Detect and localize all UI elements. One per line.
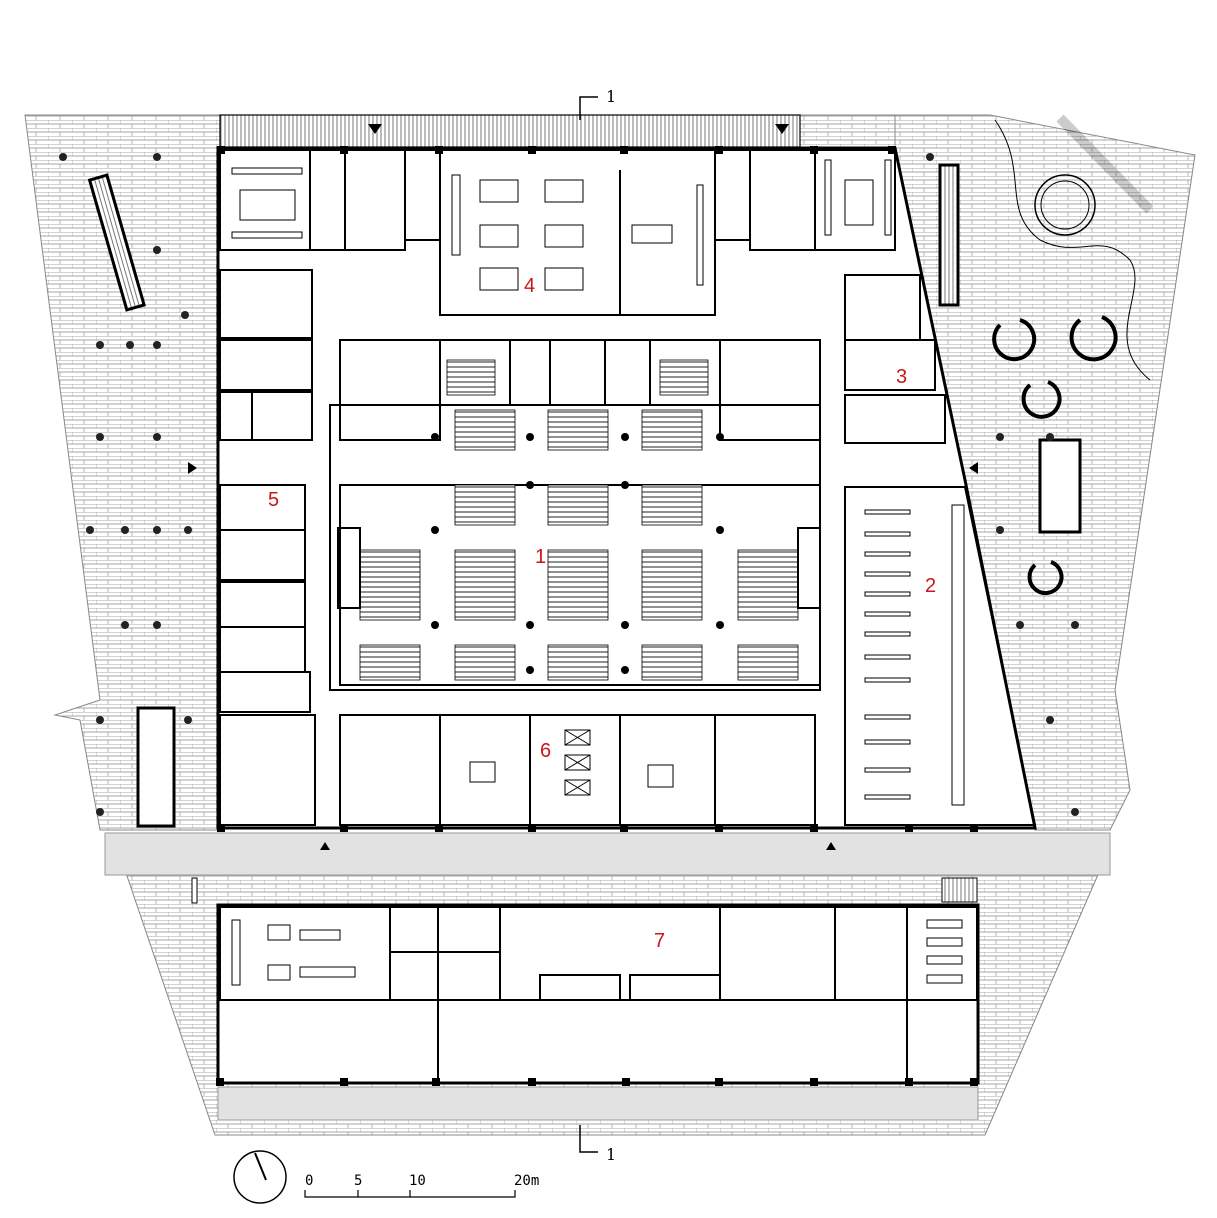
zone-label-3: 3 <box>896 366 907 388</box>
reading-room-shelves <box>864 504 965 806</box>
zone-label-2: 2 <box>925 575 936 597</box>
west-ramp-stair <box>87 173 146 312</box>
meeting-room-east <box>824 159 892 236</box>
scale-tick-0: 0 <box>305 1173 313 1189</box>
zone-label-4: 4 <box>524 275 535 297</box>
zone-label-6: 6 <box>540 740 551 762</box>
perimeter-columns <box>217 146 978 832</box>
lab-equipment <box>469 729 674 796</box>
scale-bar <box>304 1190 516 1198</box>
plaza-circle <box>1034 174 1096 236</box>
reading-room <box>844 486 1037 826</box>
section-marker-bottom <box>579 1125 598 1153</box>
meeting-room-west <box>231 167 303 239</box>
road-middle <box>104 832 1111 876</box>
west-terrace-features <box>59 153 192 828</box>
south-building-rooms <box>219 906 978 1082</box>
canopy-north <box>219 114 801 148</box>
section-label-top: 1 <box>606 87 616 106</box>
scale-tick-5: 5 <box>354 1173 362 1189</box>
east-terrace-features <box>926 114 1154 816</box>
east-pavilion <box>1038 438 1082 534</box>
zone-label-5: 5 <box>268 489 279 511</box>
south-building-columns <box>216 1078 978 1086</box>
east-ramp-stair <box>938 163 960 307</box>
room-4-furniture <box>451 174 704 291</box>
south-stair <box>941 877 978 903</box>
west-offices <box>219 484 821 826</box>
canopy-south <box>191 877 198 904</box>
scale-tick-20m: 20m <box>514 1173 539 1189</box>
west-pavilion <box>136 706 176 828</box>
zone-label-1: 1 <box>535 546 546 568</box>
south-building-outline <box>216 903 980 1085</box>
hall-columns <box>431 433 724 674</box>
entrance-triangle-icon <box>188 124 978 850</box>
south-building <box>216 903 980 1085</box>
south-building-furniture <box>231 919 963 986</box>
scale-tick-10: 10 <box>409 1173 426 1189</box>
hall-seating <box>359 359 799 681</box>
zone-label-7: 7 <box>654 930 665 952</box>
south-wing <box>339 714 816 826</box>
section-marker-top <box>579 96 598 120</box>
north-arrow-icon <box>233 1150 287 1204</box>
section-label-bottom: 1 <box>606 1145 616 1164</box>
road-south <box>217 1086 979 1121</box>
